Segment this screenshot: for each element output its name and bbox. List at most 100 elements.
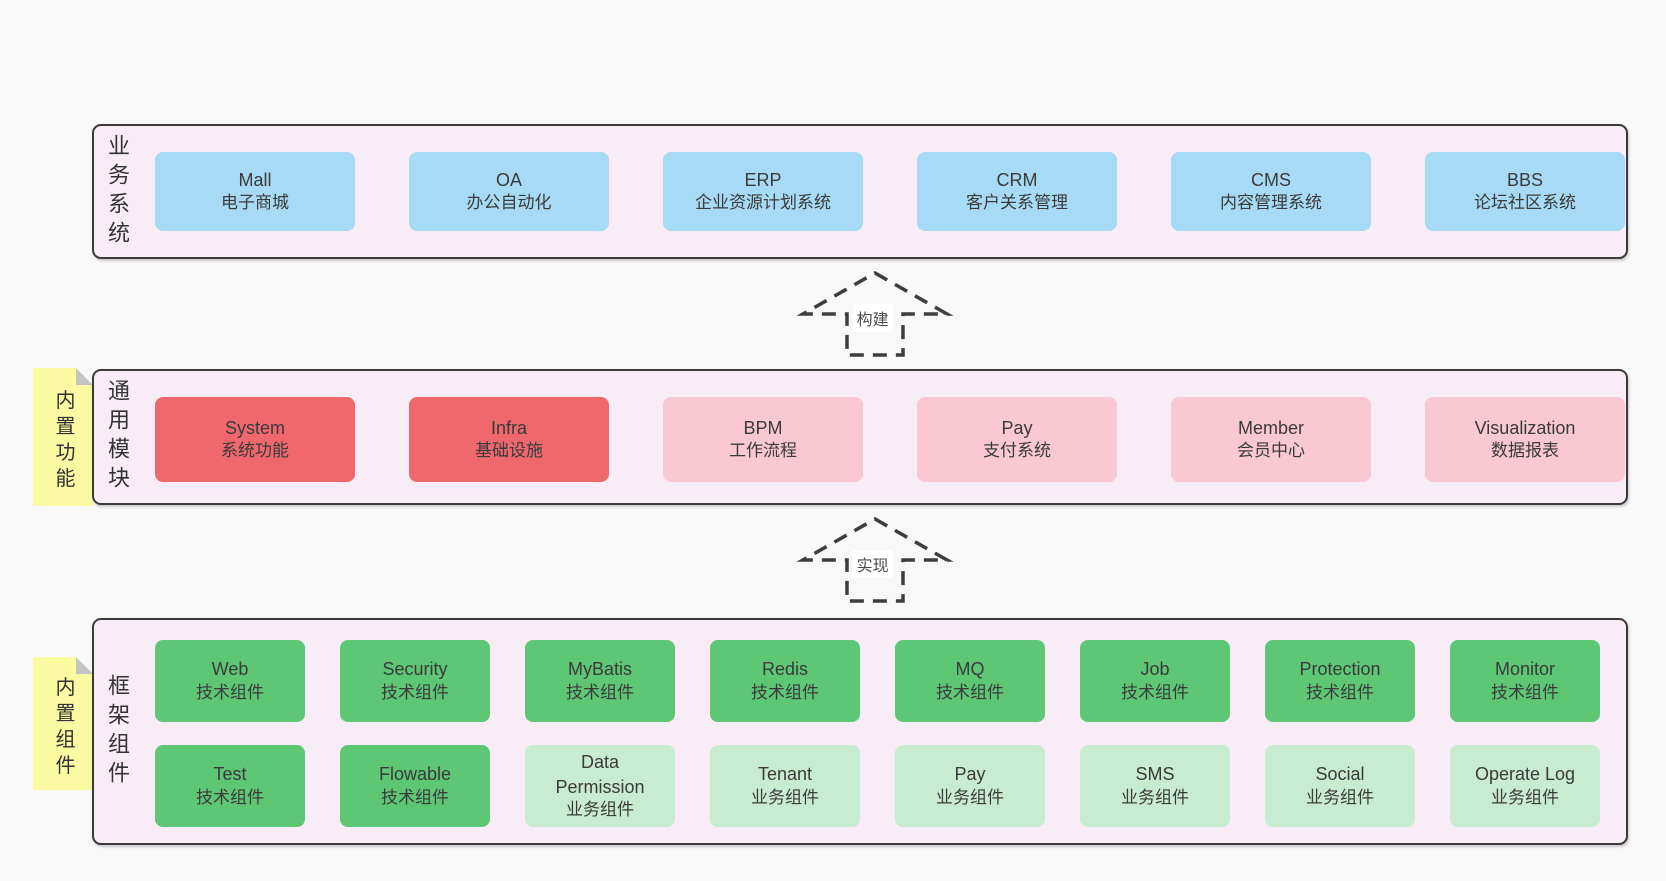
box-title: MyBatis [567, 659, 632, 680]
box-title: Data Permission [555, 752, 645, 797]
sticky-note-label: 内置功能 [52, 389, 74, 494]
box-title: ERP [744, 169, 782, 190]
box-title: Flowable [378, 764, 452, 785]
box-subtitle: 技术组件 [566, 682, 634, 702]
arrow-build: 构建 [795, 270, 955, 358]
tier-side-label: 业务系统 [105, 133, 130, 250]
box-title: Social [1315, 764, 1365, 785]
box-subtitle: 技术组件 [196, 682, 264, 702]
box-subtitle: 会员中心 [1237, 441, 1305, 461]
box-title: Visualization [1474, 417, 1576, 438]
box-visualization: Visualization 数据报表 [1425, 397, 1625, 482]
box-title: OA [495, 169, 522, 190]
arrow-implement: 实现 [795, 516, 955, 604]
box-title: Infra [490, 417, 528, 438]
box-erp: ERP 企业资源计划系统 [663, 152, 863, 231]
box-subtitle: 业务组件 [751, 787, 819, 807]
box-bbs: BBS 论坛社区系统 [1425, 152, 1625, 231]
box-title: Tenant [757, 764, 813, 785]
box-title: Security [382, 659, 448, 680]
sticky-note-内置功能: 内置功能 [33, 368, 93, 506]
box-system: System 系统功能 [155, 397, 355, 482]
arrow-implement-label: 实现 [852, 550, 893, 578]
box-subtitle: 企业资源计划系统 [695, 193, 831, 213]
box-title: Protection [1299, 659, 1381, 680]
box-title: Pay [954, 764, 986, 785]
box-title: Job [1140, 659, 1170, 680]
box-subtitle: 业务组件 [936, 787, 1004, 807]
box-title: Mall [238, 169, 272, 190]
box-subtitle: 技术组件 [381, 787, 449, 807]
box-title: System [224, 417, 285, 438]
box-subtitle: 技术组件 [751, 682, 819, 702]
box-subtitle: 技术组件 [196, 787, 264, 807]
arrow-build-label: 构建 [852, 304, 893, 332]
box-row: Mall 电子商城 OA 办公自动化 ERP 企业资源计划系统 CRM 客户关系管理 CMS 内容… [155, 152, 1625, 231]
box-subtitle: 技术组件 [936, 682, 1004, 702]
box-title: Redis [761, 659, 809, 680]
box-oa: OA 办公自动化 [409, 152, 609, 231]
box-cms: CMS 内容管理系统 [1171, 152, 1371, 231]
box-bpm: BPM 工作流程 [663, 397, 863, 482]
box-title: BBS [1506, 169, 1544, 190]
box-title: CRM [996, 169, 1038, 190]
box-subtitle: 业务组件 [1121, 787, 1189, 807]
sticky-note-内置组件: 内置组件 [33, 657, 93, 790]
box-subtitle: 技术组件 [381, 682, 449, 702]
box-title: Operate Log [1474, 764, 1576, 785]
box-subtitle: 内容管理系统 [1220, 193, 1322, 213]
box-subtitle: 系统功能 [221, 441, 289, 461]
tier-side-label: 通用模块 [105, 379, 130, 495]
box-subtitle: 论坛社区系统 [1474, 193, 1576, 213]
box-title: Monitor [1494, 659, 1556, 680]
box-title: BPM [743, 417, 783, 438]
box-subtitle: 电子商城 [221, 193, 289, 213]
box-subtitle: 客户关系管理 [966, 193, 1068, 213]
box-title: Web [211, 659, 249, 680]
box-subtitle: 业务组件 [1306, 787, 1374, 807]
box-subtitle: 业务组件 [566, 799, 634, 819]
box-title: Member [1237, 417, 1304, 438]
box-subtitle: 办公自动化 [466, 193, 552, 213]
tier-side-label: 框架组件 [105, 673, 130, 790]
box-member: Member 会员中心 [1171, 397, 1371, 482]
box-subtitle: 技术组件 [1121, 682, 1189, 702]
box-subtitle: 工作流程 [729, 441, 797, 461]
box-subtitle: 技术组件 [1306, 682, 1374, 702]
box-crm: CRM 客户关系管理 [917, 152, 1117, 231]
box-subtitle: 业务组件 [1491, 787, 1559, 807]
box-subtitle: 技术组件 [1491, 682, 1559, 702]
box-mall: Mall 电子商城 [155, 152, 355, 231]
box-subtitle: 数据报表 [1491, 441, 1559, 461]
box-title: SMS [1135, 764, 1175, 785]
box-title: MQ [955, 659, 985, 680]
box-title: CMS [1251, 169, 1291, 190]
box-title: Test [213, 764, 247, 785]
box-title: Pay [1001, 417, 1033, 438]
